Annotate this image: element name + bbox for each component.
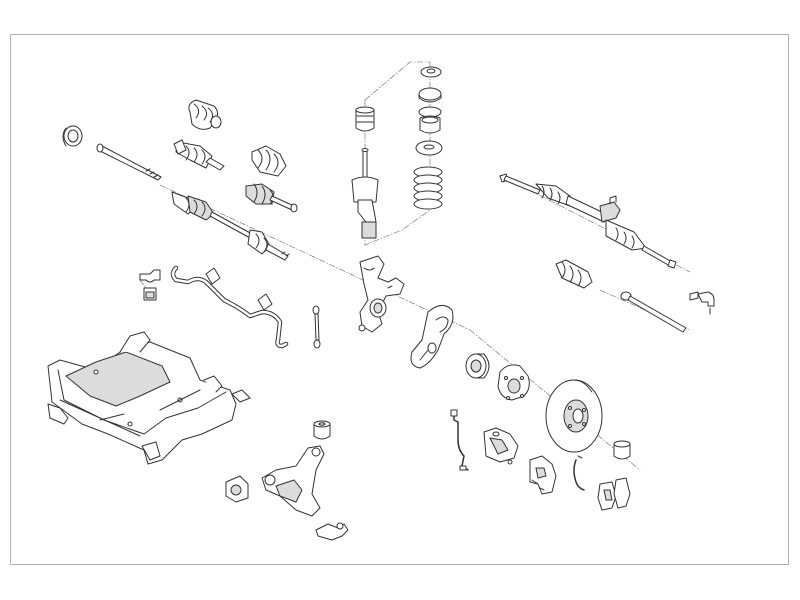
control-arm-icon[interactable]	[315, 522, 349, 541]
stabilizer-link-icon[interactable]	[139, 269, 161, 301]
brake-pads-icon[interactable]	[573, 455, 585, 491]
control-arm-icon[interactable]	[313, 420, 331, 440]
cv-boot-icon[interactable]	[188, 99, 222, 130]
subframe-icon[interactable]	[47, 331, 251, 465]
steering-knuckle-icon[interactable]	[358, 255, 405, 333]
brake-pads-icon[interactable]	[597, 477, 631, 511]
cv-joint-icon[interactable]	[245, 183, 298, 213]
rack-boot-icon[interactable]	[555, 259, 593, 289]
brake-disc-icon[interactable]	[545, 379, 603, 453]
tie-rod-icon[interactable]	[620, 291, 687, 333]
control-arm-icon[interactable]	[261, 445, 325, 517]
control-arm-icon[interactable]	[225, 475, 249, 503]
stabilizer-link-icon[interactable]	[312, 305, 321, 349]
drive-shaft-icon[interactable]	[171, 191, 290, 261]
coil-spring-icon[interactable]	[413, 166, 443, 210]
steering-rack-icon[interactable]	[499, 173, 677, 269]
brake-shield-icon[interactable]	[410, 305, 454, 369]
tie-rod-icon[interactable]	[689, 291, 715, 315]
wheel-bearing-icon[interactable]	[465, 353, 490, 379]
strut-mount-icon[interactable]	[415, 66, 443, 156]
stabilizer-bar-icon[interactable]	[170, 265, 289, 349]
shock-absorber-icon[interactable]	[351, 106, 379, 239]
brake-caliper-icon[interactable]	[529, 455, 557, 495]
wheel-bearing-icon[interactable]	[62, 125, 83, 147]
brake-caliper-icon[interactable]	[483, 427, 519, 465]
wheel-hub-icon[interactable]	[497, 364, 530, 401]
diagram-frame	[10, 34, 789, 565]
brake-hose-icon[interactable]	[450, 409, 469, 471]
strut-mount-icon[interactable]	[613, 440, 631, 460]
drive-shaft-icon[interactable]	[96, 143, 162, 181]
cv-boot-icon[interactable]	[251, 145, 287, 177]
cv-joint-icon[interactable]	[173, 139, 225, 171]
